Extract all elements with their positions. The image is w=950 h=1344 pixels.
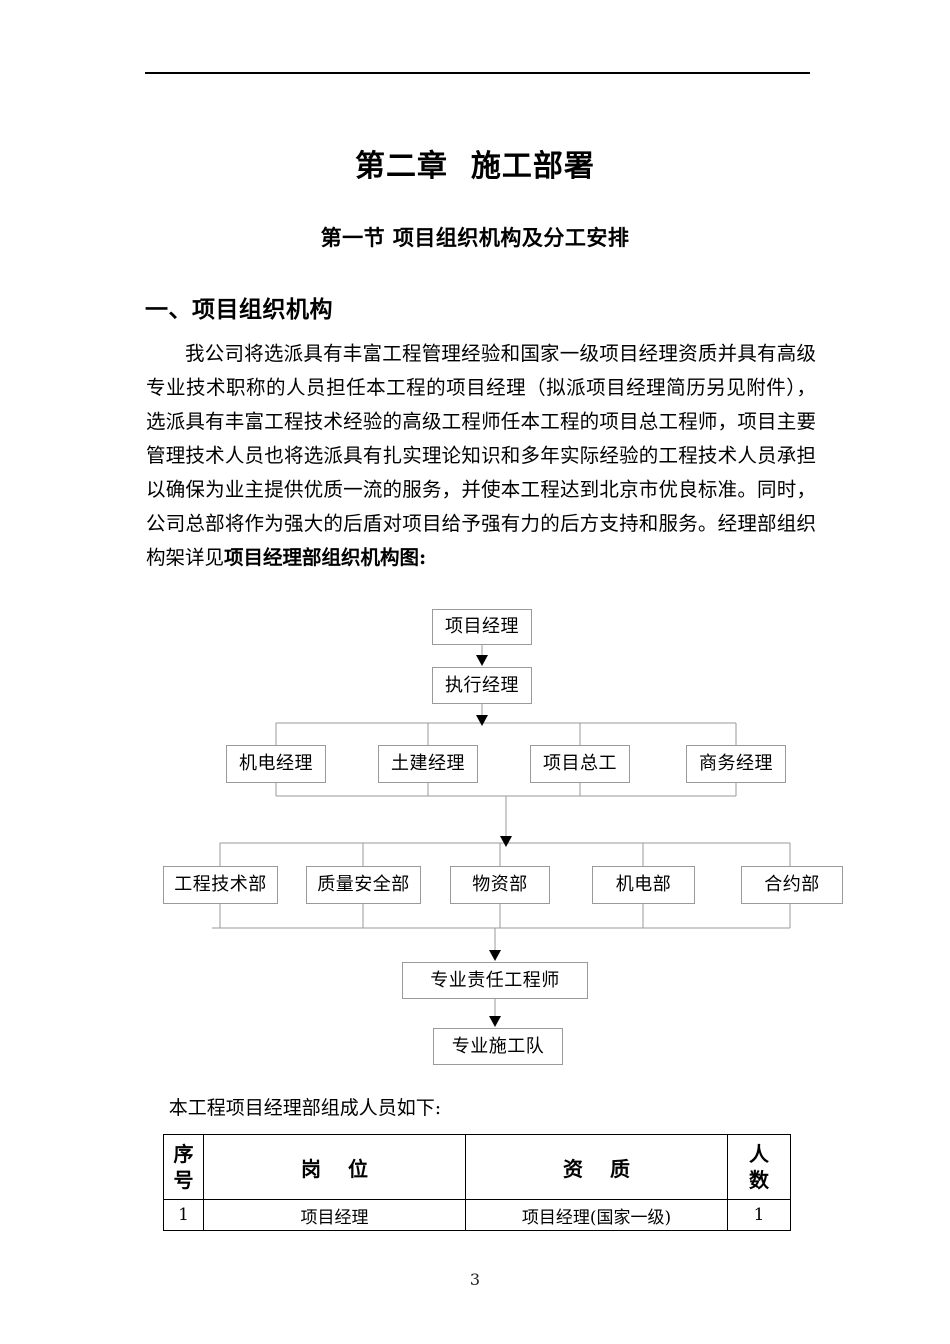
header-count-line2: 数 [749,1168,769,1192]
header-seq-line1: 序 [173,1142,194,1166]
org-node-commercial-manager: 商务经理 [686,745,786,783]
header-seq-line2: 号 [173,1168,194,1192]
header-cell-post: 岗 位 [203,1134,466,1200]
org-node-me-dept: 机电部 [592,866,695,904]
org-node-materials-dept: 物资部 [450,866,550,904]
org-node-engineering-dept: 工程技术部 [163,866,278,904]
org-node-project-manager: 项目经理 [432,609,532,645]
header-count-line1: 人 [749,1142,769,1166]
org-node-executive-manager: 执行经理 [432,667,532,704]
header-cell-seq: 序 号 [163,1134,204,1200]
cell-qualification: 项目经理(国家一级) [465,1199,728,1231]
cell-post: 项目经理 [203,1199,466,1231]
org-node-contract-dept: 合约部 [741,866,843,904]
page-number: 3 [469,1270,481,1289]
body-paragraph: 我公司将选派具有丰富工程管理经验和国家一级项目经理资质并具有高级专业技术职称的人… [146,337,816,575]
header-cell-qualification: 资 质 [465,1134,728,1200]
org-node-chief-engineer: 项目总工 [530,745,630,783]
header-rule [145,72,810,74]
cell-seq: 1 [163,1199,204,1231]
section-title: 第一节 项目组织机构及分工安排 [320,226,630,250]
table-row: 1 项目经理 项目经理(国家一级) 1 [163,1199,791,1231]
org-node-quality-safety-dept: 质量安全部 [306,866,421,904]
table-header-row: 序 号 岗 位 资 质 人 数 [163,1134,791,1200]
subsection-title: 一、项目组织机构 [145,296,333,323]
body-paragraph-bold-text: 项目经理部组织机构图: [224,546,427,569]
header-cell-count: 人 数 [727,1134,791,1200]
org-node-responsible-engineer: 专业责任工程师 [402,962,588,999]
cell-count: 1 [727,1199,791,1231]
staff-table: 序 号 岗 位 资 质 人 数 1 项目经理 项目经理(国家一级) 1 [163,1134,791,1231]
org-node-civil-manager: 土建经理 [378,745,478,783]
chapter-title: 第二章 施工部署 [355,149,595,184]
table-caption: 本工程项目经理部组成人员如下: [168,1097,442,1119]
org-node-me-manager: 机电经理 [226,745,326,783]
body-paragraph-text: 我公司将选派具有丰富工程管理经验和国家一级项目经理资质并具有高级专业技术职称的人… [146,342,816,569]
org-node-construction-team: 专业施工队 [433,1028,563,1065]
